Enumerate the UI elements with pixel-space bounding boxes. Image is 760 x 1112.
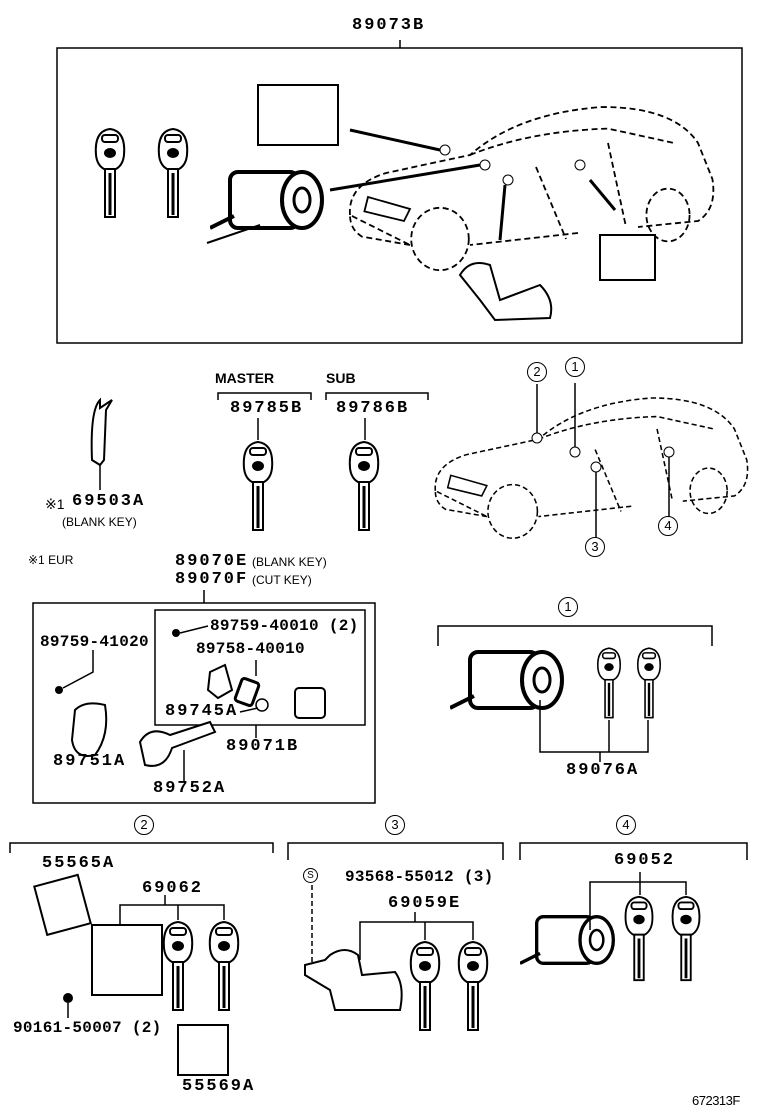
blank-key-note: (BLANK KEY) [252,555,327,569]
car-illustration [348,106,715,272]
key-icon [157,127,189,219]
master-label: MASTER [215,370,275,386]
part-number-89070E: 89070E [175,552,249,571]
key-icon [671,895,701,982]
part-number-89070F: 89070F [175,570,249,589]
trunk-cylinder-icon [304,949,403,1011]
key-icon [94,127,126,219]
part-number-69052: 69052 [614,851,676,870]
key-icon [409,940,441,1032]
key-icon [457,940,489,1032]
part-number-screw-outer: 89759-41020 [40,633,149,651]
part-number-battery: 89745A [165,702,239,721]
door-cylinder-icon [520,914,616,966]
key-icon [162,920,194,1012]
top-assembly-box [56,40,743,344]
location-marker-4: 4 [658,516,678,536]
sub-key-icon [348,440,380,532]
part-number-screw: 93568-55012 (3) [345,868,494,886]
part-number-55569A: 55569A [182,1077,256,1096]
steering-lock-icon [91,924,163,996]
part-number-screw-inner: 89759-40010 (2) [210,617,359,635]
steering-lock-icon [257,84,339,146]
ignition-cylinder-icon [450,650,564,710]
part-number-69059E: 69059E [388,894,462,913]
part-number-69062: 69062 [142,879,204,898]
ignition-cylinder-icon [210,170,324,230]
location-marker-3: 3 [585,537,605,557]
sub-label: SUB [326,370,356,386]
part-number-bolt: 90161-50007 (2) [13,1019,162,1037]
transmitter-module-icon [294,687,326,719]
part-number-89076A: 89076A [566,761,640,780]
part-number-key: 89752A [153,779,227,798]
location-marker-2: 2 [527,362,547,382]
cut-key-note: (CUT KEY) [252,573,312,587]
section-2-marker: 2 [134,815,154,835]
location-marker-1: 1 [565,357,585,377]
key-icon [208,920,240,1012]
part-number-89073B: 89073B [352,16,426,35]
key-icon [624,895,654,982]
footnote-mark: ※1 [45,496,65,512]
section-1-marker: 1 [558,597,578,617]
part-number-55565A: 55565A [42,854,116,873]
part-number-module: 89071B [226,737,300,756]
key-blade-icon [138,720,217,767]
blank-key-note: (BLANK KEY) [62,515,137,529]
key-case-icon [70,702,108,757]
part-number-cover: 89758-40010 [196,640,305,658]
part-number-sub-key: 89786B [336,399,410,418]
diagram-id: 672313F [692,1093,740,1108]
section-3-marker: 3 [385,815,405,835]
key-icon [636,646,662,719]
part-number-blank-key: 69503A [72,492,146,511]
section-4-marker: 4 [616,815,636,835]
part-number-case: 89751A [53,752,127,771]
footnote-eur: ※1 EUR [28,553,74,567]
blank-key-icon [90,397,113,467]
transmitter-box [32,590,376,804]
part-number-master-key: 89785B [230,399,304,418]
key-icon [596,646,622,719]
trunk-cylinder-icon [458,262,553,322]
bracket-icon [33,873,92,937]
door-cylinder-icon [599,234,656,281]
bracket-icon [177,1024,229,1076]
master-key-icon [242,440,274,532]
screw-symbol: S [303,868,318,883]
